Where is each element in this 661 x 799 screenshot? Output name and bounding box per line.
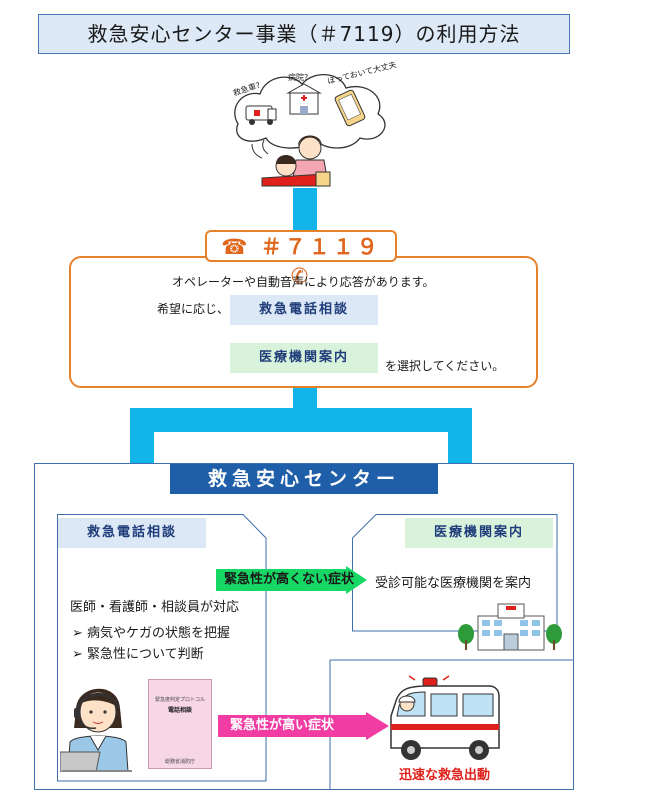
phone-handset-icon: ✆ <box>290 264 312 288</box>
book-footer: 総務省消防庁 <box>164 759 195 765</box>
operator-line1: オペレーターや自動音声により応答があります。 <box>172 275 435 289</box>
phone-number-box: ☎ ＃７１１９ ✆ <box>205 230 397 288</box>
small-phone-icon <box>334 89 366 127</box>
high-urgency-arrow <box>218 712 389 740</box>
consult-manual-book: 緊急度判定プロトコル 電話相談 総務省消防庁 <box>148 679 212 769</box>
hospital-building-icon <box>458 603 562 651</box>
book-line-1: 緊急度判定プロトコル <box>154 697 205 703</box>
operator-line2-prefix: 希望に応じ、 <box>157 302 230 316</box>
worried-people-illustration: 救急車? 病院? ほっておいて大丈夫? <box>232 62 398 187</box>
ambulance-illustration <box>390 675 500 760</box>
operator-headset-illustration <box>60 688 132 772</box>
emergency-center-title: 救急安心センター <box>170 464 438 494</box>
small-ambulance-icon <box>245 105 277 125</box>
phone-number: ＃７１１９ <box>260 235 381 259</box>
low-urgency-label: 緊急性が高くない症状 <box>224 572 355 587</box>
consult-bullet-1: ➢ 病気やケガの状態を把握 <box>72 626 231 641</box>
sick-child-icon <box>261 155 331 187</box>
small-hospital-icon <box>286 83 322 115</box>
choice-medical-guide: 医療機関案内 <box>230 343 378 373</box>
consult-staff-text: 医師・看護師・相談員が対応 <box>70 600 240 615</box>
book-line-2: 電話相談 <box>167 707 192 714</box>
guide-title: 医療機関案内 <box>405 518 553 548</box>
phone-icon: ☎ <box>221 235 251 259</box>
guide-text: 受診可能な医療機関を案内 <box>375 576 532 591</box>
consult-title: 救急電話相談 <box>58 518 206 548</box>
choice-phone-consult: 救急電話相談 <box>230 295 378 325</box>
bubble-text-hospital: 病院? <box>288 72 308 82</box>
operator-line3-suffix: を選択してください。 <box>385 359 505 373</box>
consult-bullet-2: ➢ 緊急性について判断 <box>72 647 204 662</box>
high-urgency-label: 緊急性が高い症状 <box>230 718 335 733</box>
ambulance-caption: 迅速な救急出動 <box>399 768 491 783</box>
low-urgency-arrow <box>216 566 367 594</box>
page-title: 救急安心センター事業（＃7119）の利用方法 <box>38 14 570 54</box>
